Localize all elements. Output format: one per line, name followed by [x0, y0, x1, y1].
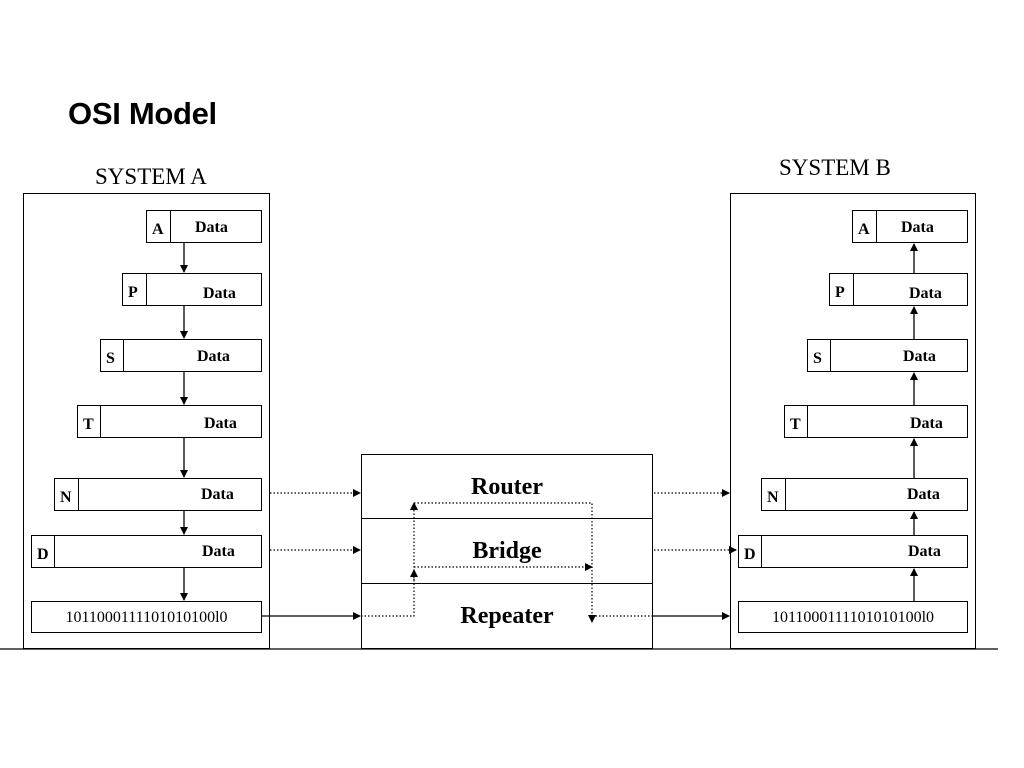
bridge-label: Bridge	[472, 538, 542, 564]
layer-header: P	[835, 284, 845, 301]
system-b-label: SYSTEM B	[779, 155, 891, 180]
system-a-label: SYSTEM A	[95, 164, 207, 189]
layer-data: Data	[907, 486, 940, 503]
system-b-bitstream: 1011000111101010100l0	[738, 601, 968, 633]
layer-data: Data	[195, 219, 228, 236]
bridge-box	[361, 518, 653, 584]
layer-data: Data	[908, 543, 941, 560]
layer-data: Data	[203, 285, 236, 302]
layer-header: A	[152, 221, 164, 238]
layer-header: S	[106, 350, 115, 367]
system-b-layer-presentation: P Data	[829, 273, 968, 306]
system-a-layer-session: S Data	[100, 339, 262, 372]
layer-data: Data	[201, 486, 234, 503]
layer-header: T	[790, 416, 801, 433]
layer-data: Data	[202, 543, 235, 560]
system-a-layer-datalink: D Data	[31, 535, 262, 568]
layer-data: Data	[204, 415, 237, 432]
system-b-layer-datalink: D Data	[738, 535, 968, 568]
system-a-bitstream: 1011000111101010100l0	[31, 601, 262, 633]
repeater-up-path	[361, 502, 418, 617]
system-b-links	[654, 489, 737, 554]
layer-header: N	[60, 489, 72, 506]
layer-data: Data	[197, 348, 230, 365]
system-b-layer-transport: T Data	[784, 405, 968, 438]
layer-header: P	[128, 284, 138, 301]
layer-data: Data	[901, 219, 934, 236]
layer-header: A	[858, 221, 870, 238]
repeater-label: Repeater	[460, 603, 554, 629]
system-a-layer-application: A Data	[146, 210, 262, 243]
system-b-layer-network: N Data	[761, 478, 968, 511]
layer-header: N	[767, 489, 779, 506]
layer-data: Data	[910, 415, 943, 432]
page-title: OSI Model	[68, 96, 217, 131]
layer-header: D	[744, 546, 756, 563]
router-label: Router	[471, 474, 543, 500]
device-paths	[361, 502, 653, 623]
layer-data: Data	[903, 348, 936, 365]
layer-header: S	[813, 350, 822, 367]
system-b-layer-session: S Data	[807, 339, 968, 372]
router-path	[414, 502, 596, 623]
system-a-layer-transport: T Data	[77, 405, 262, 438]
layer-header: T	[83, 416, 94, 433]
system-a-layer-presentation: P Data	[122, 273, 262, 306]
layer-data: Data	[909, 285, 942, 302]
system-a-links	[270, 489, 361, 554]
system-a-layer-network: N Data	[54, 478, 262, 511]
layer-header: D	[37, 546, 49, 563]
system-b-layer-application: A Data	[852, 210, 968, 243]
